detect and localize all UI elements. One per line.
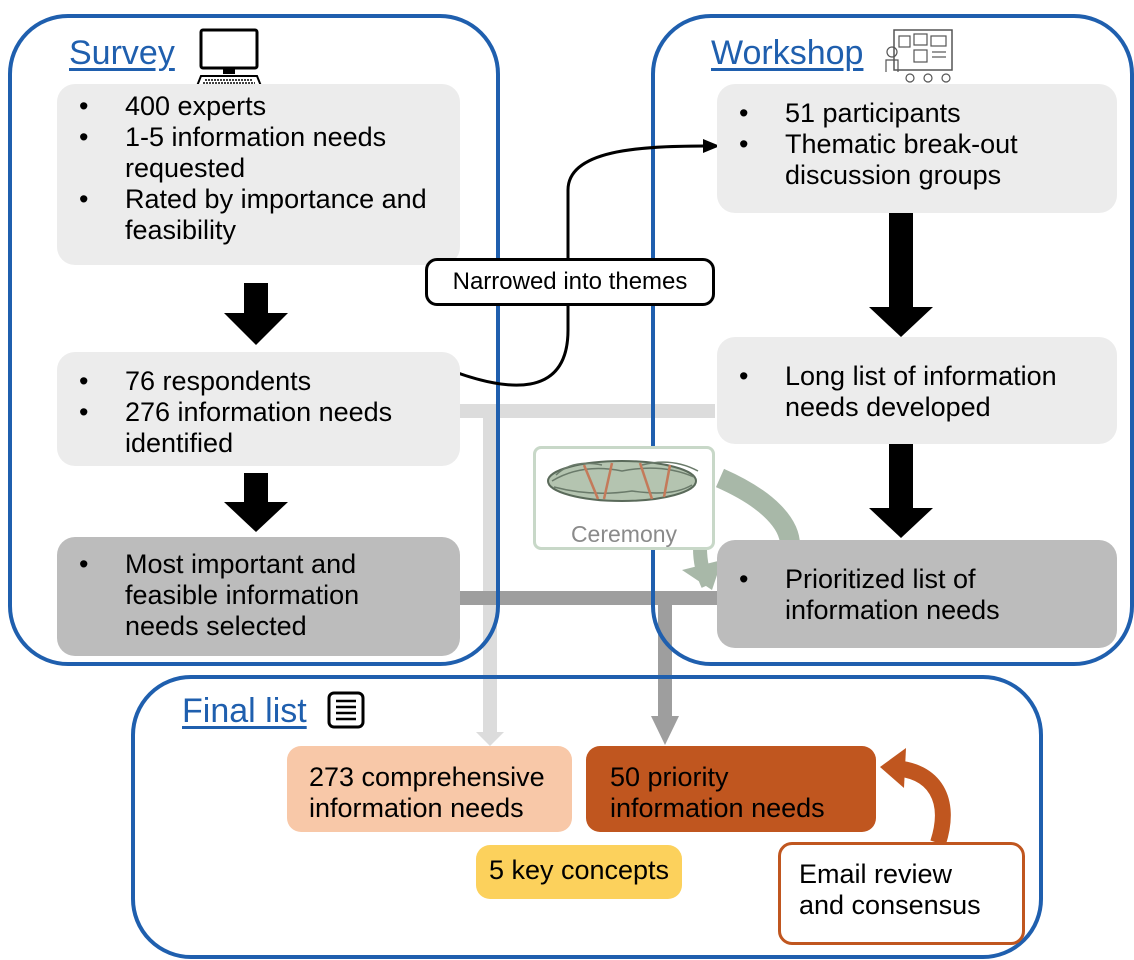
list-item: Prioritized list of information needs [717, 564, 1117, 626]
list-item: 400 experts [57, 91, 460, 122]
computer-icon [195, 28, 263, 87]
themes-connector-arrowhead [703, 139, 720, 153]
list-item: Most important and feasible information … [57, 549, 460, 642]
ceremony-arrow [715, 468, 800, 546]
priority-needs-box: 50 priority information needs [586, 746, 876, 832]
sage-bundle-icon [547, 460, 699, 502]
down-arrow-workshop-2 [869, 444, 933, 538]
narrowed-into-themes-label: Narrowed into themes [425, 258, 715, 306]
workshop-step-1: 51 participants Thematic break-out discu… [717, 84, 1117, 213]
down-arrow-survey-1 [224, 283, 288, 345]
survey-step-2: 76 respondents 276 information needs ide… [57, 352, 460, 466]
list-item: Long list of information needs developed [717, 361, 1117, 423]
workshop-step-2: Long list of information needs developed [717, 337, 1117, 444]
list-item: Thematic break-out discussion groups [717, 129, 1117, 191]
light-connector-arrowhead [476, 732, 504, 746]
list-document-icon [327, 691, 365, 729]
list-item: 276 information needs identified [57, 397, 460, 459]
survey-step-3: Most important and feasible information … [57, 537, 460, 656]
workshop-step-3: Prioritized list of information needs [717, 540, 1117, 648]
down-arrow-workshop-1 [869, 213, 933, 337]
workshop-panel [651, 14, 1134, 666]
list-item: 76 respondents [57, 366, 460, 397]
survey-title[interactable]: Survey [69, 34, 175, 72]
list-item: 51 participants [717, 98, 1117, 129]
comprehensive-needs-box: 273 comprehensive information needs [287, 746, 572, 832]
workshop-title[interactable]: Workshop [711, 34, 864, 72]
final-panel [131, 675, 1043, 959]
review-arrow [892, 760, 951, 846]
email-review-box: Email review and consensus [778, 842, 1025, 945]
dark-connector-arrowhead [651, 716, 679, 745]
survey-step-1: 400 experts 1-5 information needs reques… [57, 84, 460, 265]
ceremony-card: Ceremony [533, 446, 715, 550]
ceremony-arrow-head [682, 560, 722, 590]
key-concepts-box: 5 key concepts [476, 845, 682, 899]
ceremony-label: Ceremony [570, 521, 678, 547]
list-item: 1-5 information needs requested [57, 122, 460, 184]
survey-panel [8, 14, 500, 666]
review-arrow-head [880, 748, 906, 788]
down-arrow-survey-2 [224, 473, 288, 532]
list-item: Rated by importance and feasibility [57, 184, 460, 246]
final-list-title[interactable]: Final list [182, 692, 307, 730]
